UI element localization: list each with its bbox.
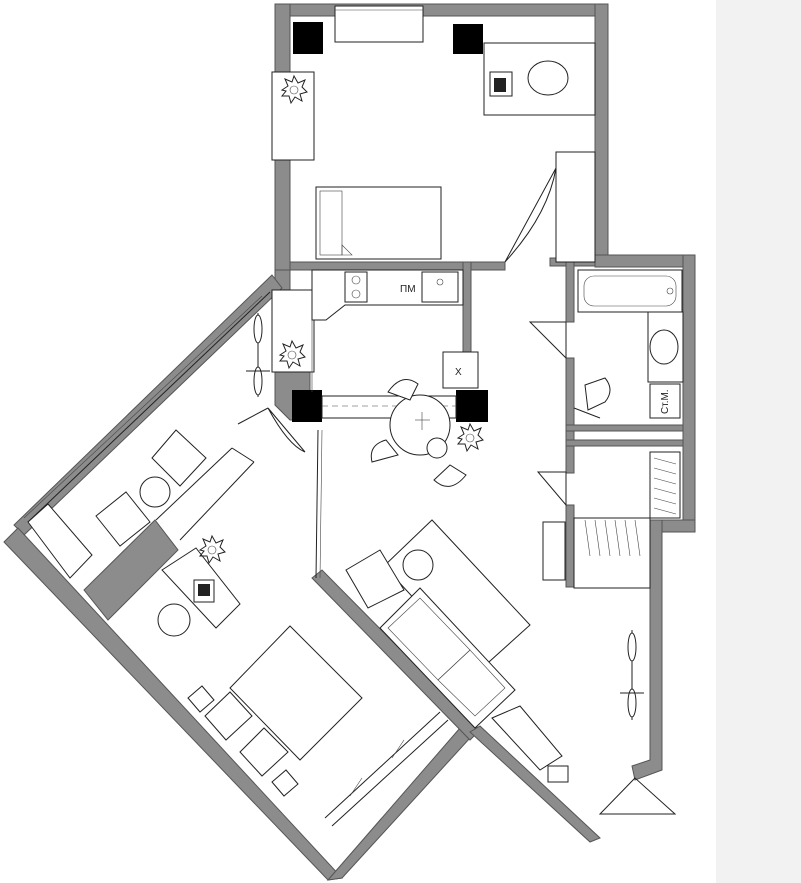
chair-upper — [527, 60, 569, 96]
wall-bottom-outer — [326, 727, 471, 881]
fridge-label: ПМ — [400, 284, 416, 295]
wall-bath-left-lower — [565, 357, 575, 474]
balcony-armchair-2 — [95, 491, 151, 547]
plant-icon — [280, 74, 308, 105]
sink-kitchen — [421, 271, 459, 303]
wardrobe-upper — [555, 151, 596, 263]
window-top — [334, 5, 424, 43]
closet-lower — [573, 517, 651, 589]
tv-cabinet — [491, 705, 563, 771]
tv-stand-box — [547, 765, 569, 783]
wall-lower-diag — [469, 725, 601, 843]
bathtub — [577, 269, 683, 313]
shoe-cabinet — [542, 521, 566, 581]
dining-chair-top — [387, 379, 419, 401]
wall-bathroom-right — [682, 254, 696, 533]
wall-balcony-bedroom — [83, 519, 179, 621]
balcony-partition — [155, 447, 233, 521]
balcony-table — [139, 476, 171, 508]
wall-top — [274, 3, 609, 43]
column-mid-left — [292, 390, 322, 422]
wall-bath-mid — [565, 424, 684, 432]
bicycle-icon — [246, 313, 270, 397]
door-upper-bedroom — [504, 167, 557, 263]
walls — [3, 3, 696, 881]
window-left-upper — [271, 71, 315, 161]
windows — [23, 5, 424, 523]
chair-lower — [157, 603, 191, 637]
sink-label: X — [455, 367, 462, 378]
wall-right-upper — [594, 3, 609, 259]
side-panel — [716, 0, 801, 883]
door-wc — [573, 407, 601, 419]
columns — [292, 22, 488, 422]
door-balcony — [267, 407, 306, 453]
living-room — [315, 429, 569, 783]
bed-pillow-1 — [204, 691, 253, 741]
column-mid-right — [456, 390, 488, 422]
lower-bedroom — [157, 534, 449, 827]
bicycle-icon — [620, 630, 644, 720]
dining-chair-left — [370, 439, 399, 463]
balcony — [27, 313, 306, 579]
kitchen-cabinet — [442, 351, 479, 389]
wall-bathroom-top — [594, 254, 696, 268]
balcony-bench — [27, 503, 93, 579]
toilet — [584, 377, 611, 411]
door-bathroom — [528, 321, 567, 360]
bathroom: Ст.М. — [528, 269, 684, 419]
side-table-living — [402, 549, 434, 581]
floor-plan-drawing: ПМ X Ст.М. — [3, 3, 696, 881]
plant-icon — [456, 422, 484, 453]
plant-icon — [278, 339, 306, 370]
washer — [649, 383, 681, 419]
wall-entry-right — [631, 519, 663, 781]
wardrobe-lower — [324, 711, 449, 827]
wall-closet-left — [565, 504, 575, 588]
column-top-left — [293, 22, 323, 54]
sofa — [379, 587, 516, 729]
plant-icon — [198, 534, 226, 565]
floor-plan: ПМ X Ст.М. — [3, 3, 696, 881]
column-top-right — [453, 24, 483, 54]
nightstand-2 — [271, 769, 299, 797]
door-closet — [536, 471, 567, 507]
living-left-wall-line — [315, 429, 319, 579]
wall-bath-mid2 — [565, 439, 684, 447]
door-entrance — [598, 777, 677, 815]
balcony-glazing — [27, 291, 271, 523]
wall-bath-left — [565, 261, 575, 323]
pendant-lamp — [426, 437, 448, 459]
upper-bedroom — [280, 42, 596, 263]
closet-upper — [649, 451, 681, 519]
window-left-kitchen — [271, 289, 315, 373]
dining-area — [370, 379, 484, 487]
stove — [344, 271, 368, 303]
wall-kitchen-top — [289, 261, 506, 271]
balcony-armchair-1 — [151, 429, 207, 487]
bed-upper — [315, 186, 442, 260]
dining-chair-bottom — [433, 464, 467, 487]
armchair-living — [345, 549, 405, 609]
washer-label: Ст.М. — [660, 389, 671, 414]
bed-lower — [229, 625, 363, 761]
bath-sink — [649, 329, 679, 365]
bed-pillow-2 — [239, 727, 289, 777]
hall-closets — [536, 451, 681, 815]
nightstand-1 — [187, 685, 215, 713]
